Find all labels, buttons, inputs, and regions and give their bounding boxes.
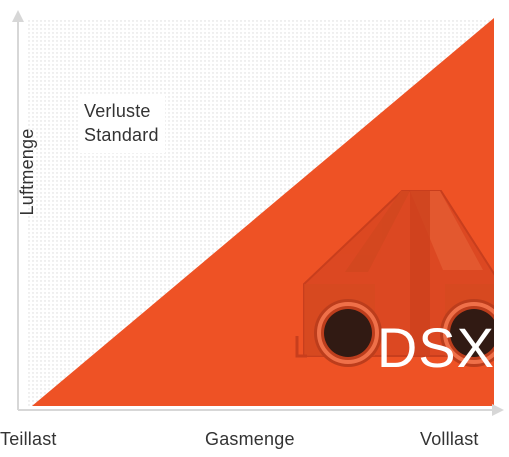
y-axis-arrow xyxy=(12,10,24,22)
x-axis-right-label: Volllast xyxy=(420,429,479,449)
loss-region-label: Verluste Standard xyxy=(78,95,165,153)
dsx-label: DSX xyxy=(376,316,495,379)
x-axis-arrow xyxy=(492,404,504,416)
loss-region-label-line-2: Standard xyxy=(84,125,159,145)
product-illustration xyxy=(295,190,494,367)
loss-region-label-line-1: Verluste xyxy=(84,101,151,121)
x-axis-center-label: Gasmenge xyxy=(205,429,295,449)
y-axis-label: Luftmenge xyxy=(17,128,37,216)
x-axis-left-label: Teillast xyxy=(0,429,57,449)
